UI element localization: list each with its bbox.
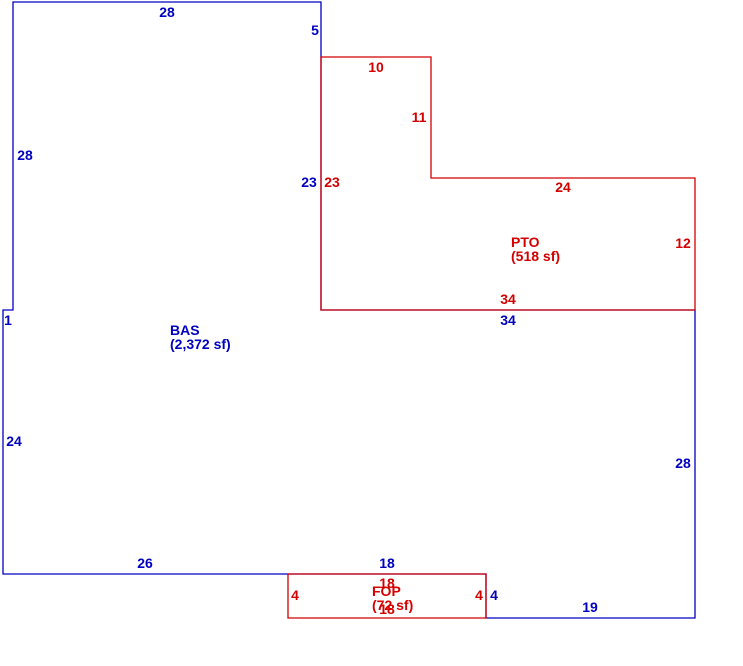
fop-dim-left: 4 xyxy=(291,587,299,603)
fop-area-sf: (72 sf) xyxy=(372,597,413,613)
bas-dim-bottom-left: 26 xyxy=(137,555,153,571)
fop-dim-bottom: 18 xyxy=(379,601,395,617)
pto-dim-upper-right-run: 24 xyxy=(555,179,571,195)
bas-dim-bottom-middle: 18 xyxy=(379,555,395,571)
bas-dim-inner-horizontal: 34 xyxy=(500,312,516,328)
fop-dim-right: 4 xyxy=(475,587,483,603)
fop-dim-top: 18 xyxy=(379,575,395,591)
fop-outline xyxy=(287,573,487,619)
pto-area-sf: (518 sf) xyxy=(511,248,560,264)
bas-dim-top-right-step: 5 xyxy=(311,22,319,38)
pto-dim-right: 12 xyxy=(675,235,691,251)
bas-area-sf: (2,372 sf) xyxy=(170,336,231,352)
bas-dim-left-upper: 28 xyxy=(17,147,33,163)
pto-dim-top: 10 xyxy=(368,59,384,75)
bas-dim-top: 28 xyxy=(159,4,175,20)
bas-dim-bottom-right: 19 xyxy=(582,599,598,615)
pto-dim-left-upper: 11 xyxy=(412,109,427,125)
bas-dim-right: 28 xyxy=(675,455,691,471)
pto-outline xyxy=(320,56,696,311)
bas-area-name: BAS xyxy=(170,322,200,338)
bas-dim-left-lower: 24 xyxy=(6,433,22,449)
fop-area-name: FOP xyxy=(372,583,401,599)
pto-dim-inner-left: 23 xyxy=(324,174,340,190)
pto-dim-bottom: 34 xyxy=(500,291,516,307)
bas-dim-left-step: 1 xyxy=(4,312,12,328)
bas-dim-inner-vertical: 23 xyxy=(301,174,317,190)
bas-dim-bottom-step: 4 xyxy=(490,587,498,603)
pto-area-name: PTO xyxy=(511,234,540,250)
